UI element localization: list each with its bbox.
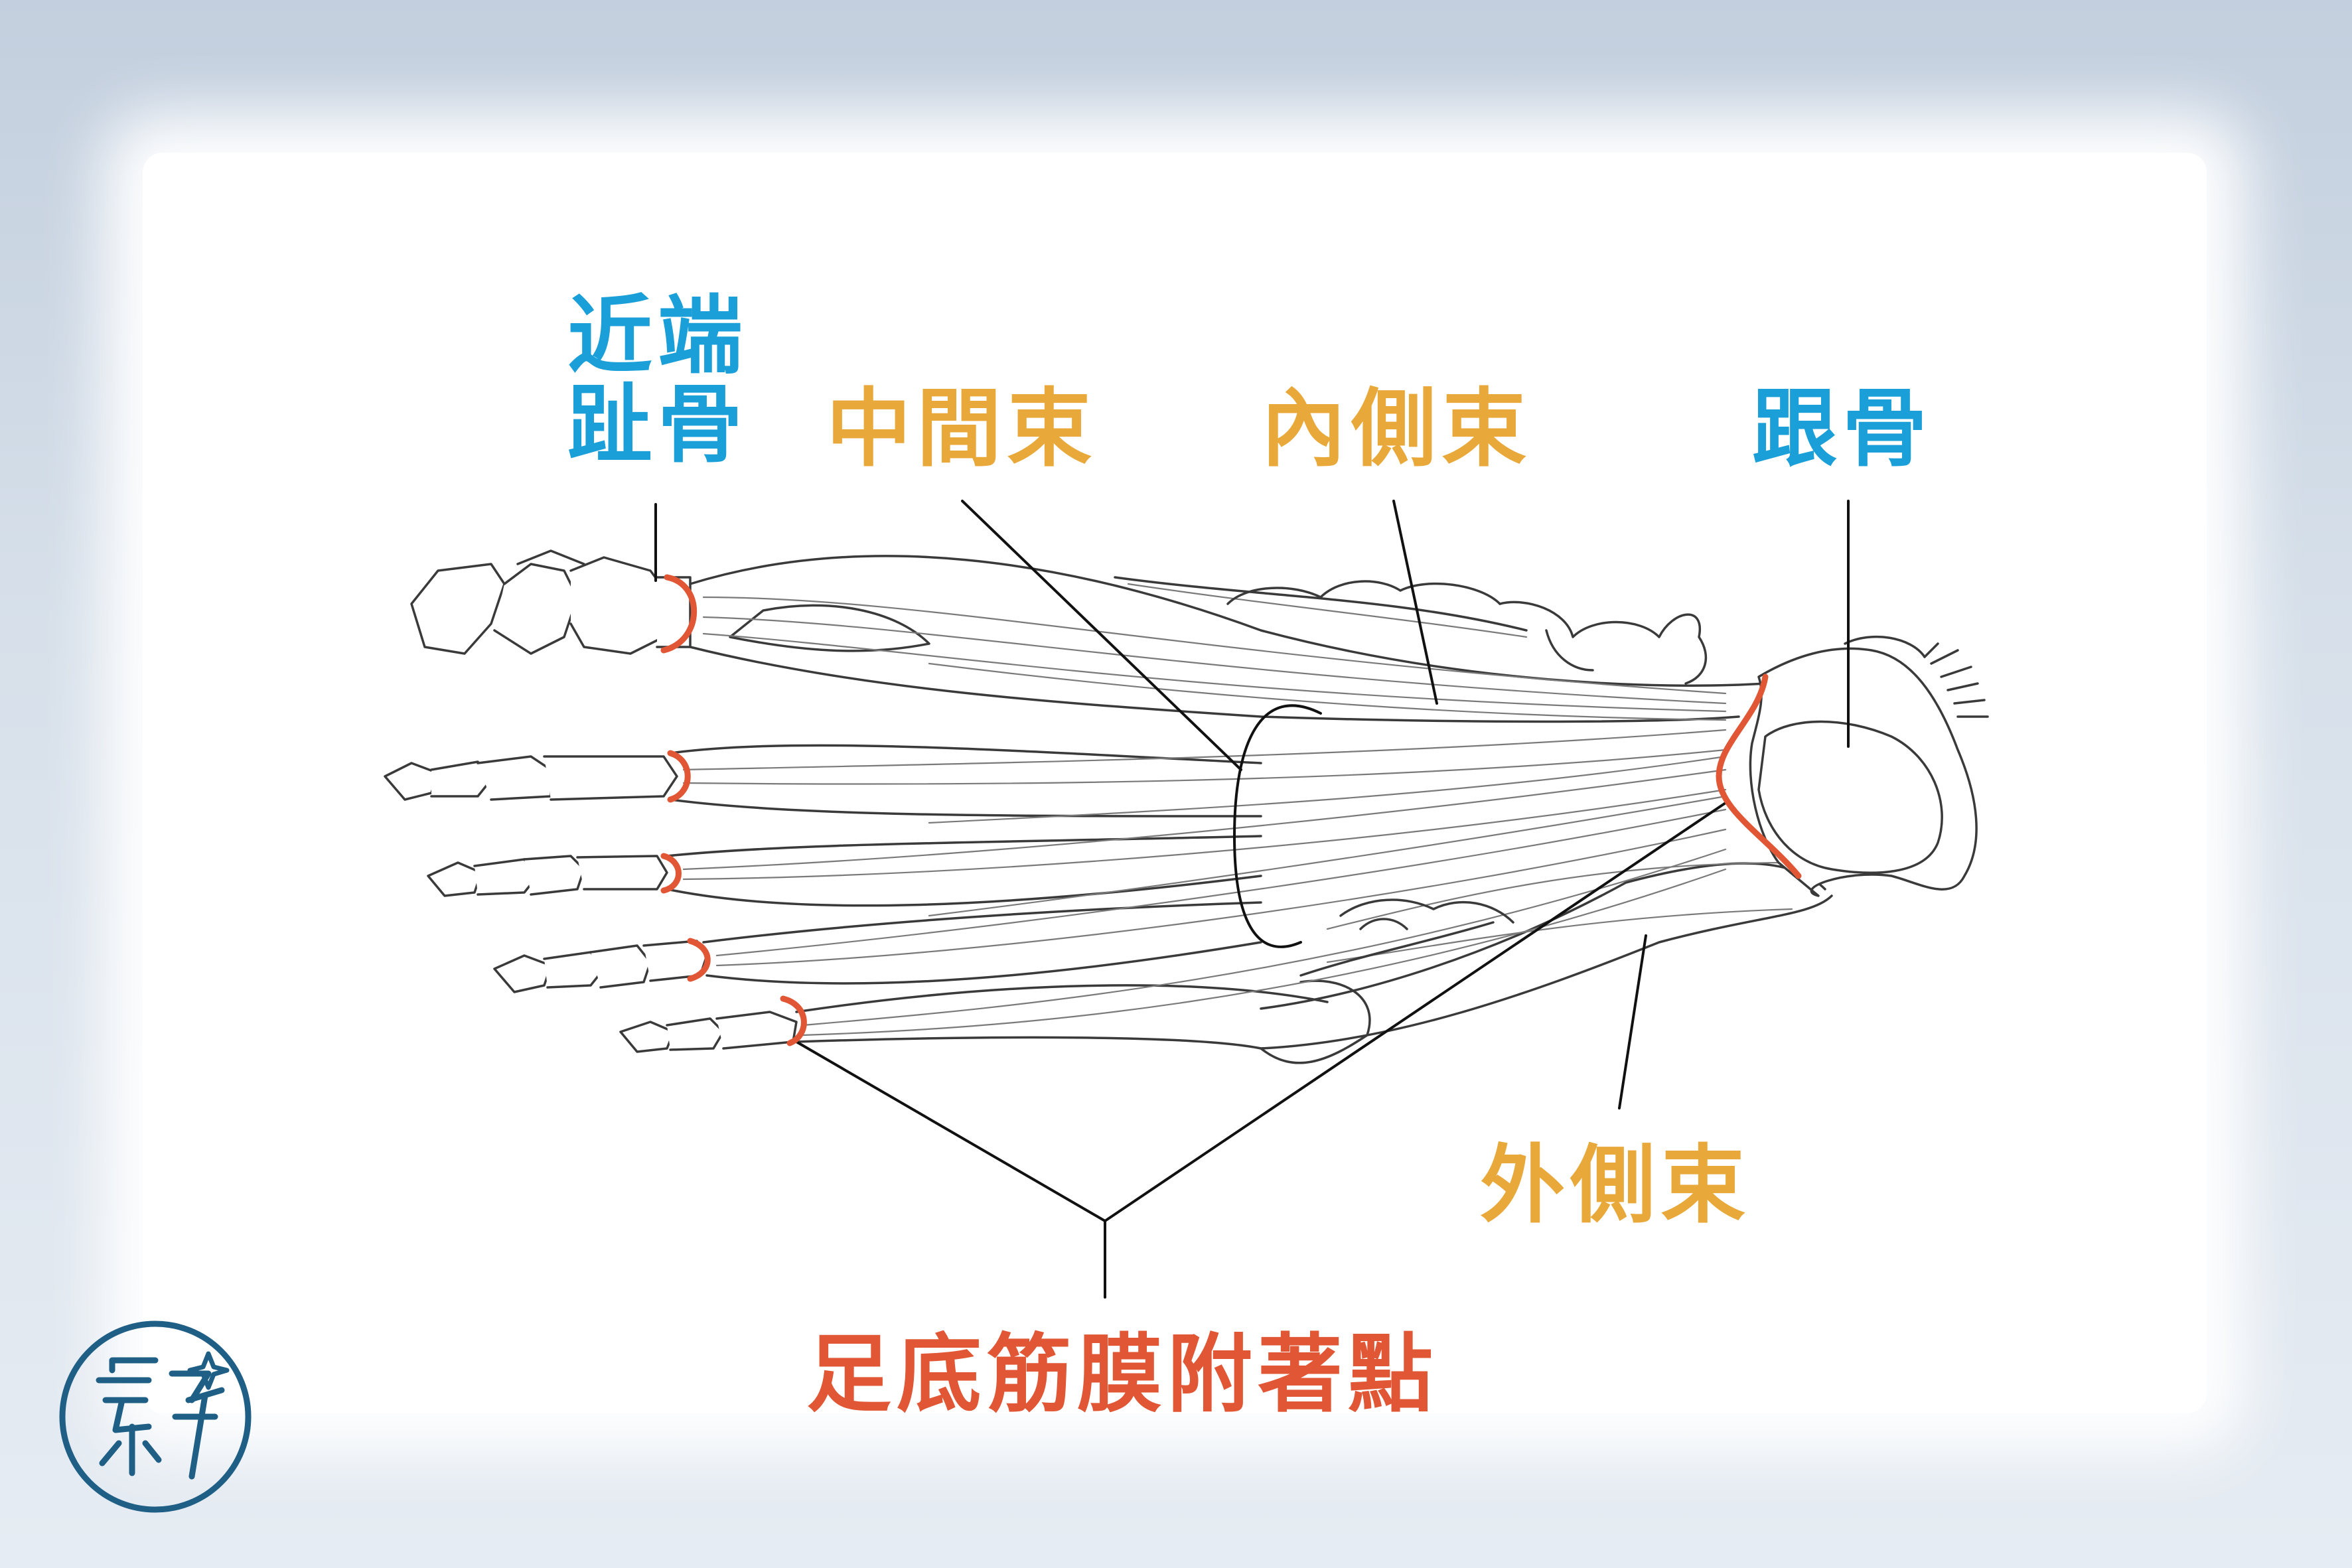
toe-3-bones xyxy=(427,855,668,897)
label-attachment-points: 足底筋膜附著點 xyxy=(806,1325,1439,1424)
big-toe-bones xyxy=(410,549,692,655)
label-central-band: 中間束 xyxy=(826,380,1098,478)
fascia-striations xyxy=(682,583,1793,1036)
medial-foot-bones xyxy=(1226,580,1707,685)
label-proximal-phalanx-line1: 近端 xyxy=(567,287,749,386)
brand-seal-logo xyxy=(59,1320,252,1513)
label-medial-band: 內側束 xyxy=(1261,380,1532,478)
label-calcaneus: 跟骨 xyxy=(1752,380,1933,478)
toe-4-bones xyxy=(493,940,708,993)
attachment-marks xyxy=(660,574,1802,1046)
label-lateral-band: 外側束 xyxy=(1480,1136,1751,1235)
plantar-fascia-outline xyxy=(666,555,1833,1064)
annotation-leader-lines xyxy=(654,500,1850,1299)
calcaneus-bone xyxy=(1749,635,1989,897)
lateral-foot-bones xyxy=(1299,898,1514,977)
toe-2-bones xyxy=(384,755,678,801)
toe-5-bones xyxy=(619,1011,798,1053)
label-proximal-phalanx-line2: 趾骨 xyxy=(567,376,749,475)
label-proximal-phalanx: 近端 趾骨 xyxy=(567,287,749,475)
